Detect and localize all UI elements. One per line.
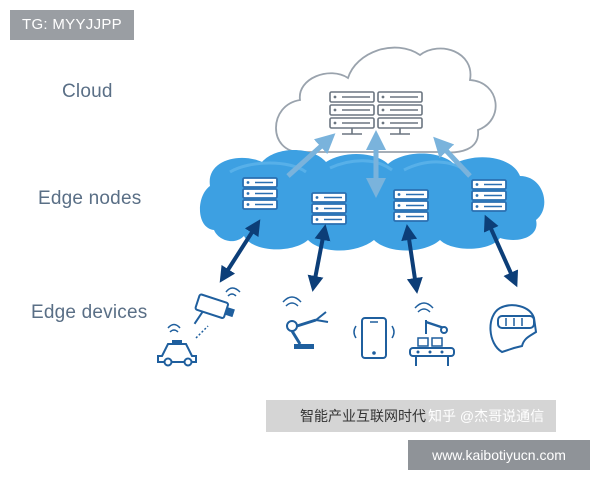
site-watermark: www.kaibotiyucn.com [408,440,590,470]
uplink-arrow-right [433,136,472,178]
edge-device-arrows [219,214,519,294]
watermark-tag: TG: MYYJJPP [10,10,134,40]
edge-nodes-layer-label: Edge nodes [38,188,142,209]
smart-factory-icon [409,302,455,366]
vr-headset-icon [489,304,538,354]
caption-credit: 知乎 @杰哥说通信 [428,408,545,424]
uplink-arrow-left [286,133,336,178]
downlink-arrow-1 [219,219,261,283]
cloud-layer-label: Cloud [62,81,113,102]
downlink-arrow-2 [307,224,331,292]
downlink-arrow-3 [401,224,423,294]
edge-devices-layer-label: Edge devices [31,302,148,323]
downlink-arrow-4 [483,214,519,288]
robot-arm-icon [282,296,329,349]
traffic-camera-car-icon [157,287,241,367]
caption-watermark: 智能产业互联网时代知乎 @杰哥说通信 [266,400,556,432]
smartphone-icon [353,317,395,359]
cloud-edge-arrows [286,130,472,198]
caption-text: 智能产业互联网时代 [300,408,426,424]
edge-nodes-cloud [199,150,545,251]
